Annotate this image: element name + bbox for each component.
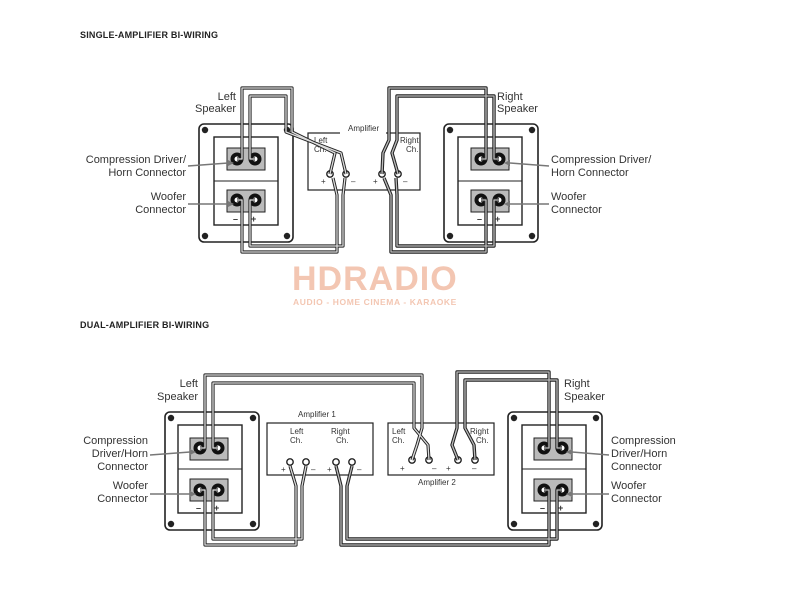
left-plus: + (251, 214, 256, 224)
amp-title: Amplifier (348, 124, 379, 133)
svg-text:Woofer: Woofer (551, 191, 587, 203)
svg-text:HDRADIO: HDRADIO (292, 260, 458, 298)
svg-text:Driver/Horn: Driver/Horn (611, 448, 667, 460)
svg-text:+: + (327, 465, 332, 474)
svg-text:Connector: Connector (551, 204, 602, 216)
single-left-cable (237, 86, 348, 254)
dual-right-speaker: – + (507, 411, 603, 531)
svg-text:Right: Right (400, 136, 419, 145)
svg-text:–: – (432, 464, 437, 473)
svg-text:–: – (403, 177, 408, 186)
svg-text:Ch.: Ch. (392, 436, 404, 445)
svg-text:Ch.: Ch. (336, 436, 348, 445)
svg-text:Connector: Connector (611, 461, 662, 473)
svg-text:–: – (311, 465, 316, 474)
svg-text:Compression: Compression (611, 435, 676, 447)
svg-text:–: – (351, 177, 356, 186)
dual-right-woofer-cable (334, 465, 562, 547)
svg-text:Left: Left (392, 427, 406, 436)
svg-text:–: – (357, 465, 362, 474)
svg-text:Compression Driver/: Compression Driver/ (551, 154, 652, 166)
svg-text:Left: Left (290, 427, 304, 436)
watermark-logo: HDRADIO AUDIO - HOME CINEMA - KARAOKE (292, 260, 458, 307)
single-left-speaker: – + (198, 123, 294, 243)
right-plus: + (495, 214, 500, 224)
svg-text:Horn Connector: Horn Connector (108, 167, 186, 179)
svg-text:Ch.: Ch. (476, 436, 488, 445)
svg-text:Connector: Connector (135, 204, 186, 216)
svg-text:Compression: Compression (83, 435, 148, 447)
dual-amp-title: DUAL-AMPLIFIER BI-WIRING (80, 320, 210, 330)
single-amplifier: Amplifier Left Ch. Right Ch. + – + – (307, 121, 421, 191)
svg-text:–: – (472, 464, 477, 473)
svg-text:Speaker: Speaker (564, 391, 605, 403)
svg-text:Speaker: Speaker (195, 103, 236, 115)
svg-text:Amplifier 2: Amplifier 2 (418, 478, 456, 487)
svg-text:Driver/Horn: Driver/Horn (92, 448, 148, 460)
svg-text:+: + (558, 503, 563, 513)
svg-text:Right: Right (497, 91, 523, 103)
amplifier-1: Amplifier 1 Left Ch. Right Ch. + – + – (266, 410, 374, 476)
svg-text:+: + (400, 464, 405, 473)
svg-text:Ch.: Ch. (290, 436, 302, 445)
svg-text:–: – (540, 503, 545, 513)
dual-right-horn-cable (450, 370, 562, 461)
svg-text:Right: Right (331, 427, 350, 436)
svg-text:Compression Driver/: Compression Driver/ (86, 154, 187, 166)
svg-text:Connector: Connector (97, 493, 148, 505)
svg-text:Woofer: Woofer (113, 480, 149, 492)
dual-left-woofer-cable (200, 465, 308, 547)
svg-text:Ch.: Ch. (314, 145, 326, 154)
svg-text:Speaker: Speaker (497, 103, 538, 115)
right-minus: – (477, 214, 482, 224)
svg-text:AUDIO - HOME CINEMA - KARAOKE: AUDIO - HOME CINEMA - KARAOKE (293, 297, 457, 307)
svg-text:Woofer: Woofer (151, 191, 187, 203)
svg-text:Amplifier 1: Amplifier 1 (298, 410, 336, 419)
svg-text:+: + (446, 464, 451, 473)
svg-text:Connector: Connector (611, 493, 662, 505)
svg-text:Speaker: Speaker (157, 391, 198, 403)
svg-text:+: + (281, 465, 286, 474)
svg-text:Left: Left (314, 136, 328, 145)
svg-text:–: – (196, 503, 201, 513)
left-minus: – (233, 214, 238, 224)
svg-text:Horn Connector: Horn Connector (551, 167, 629, 179)
svg-text:Right: Right (564, 378, 590, 390)
svg-text:+: + (373, 177, 378, 186)
svg-text:+: + (321, 177, 326, 186)
amplifier-2: Amplifier 2 Left Ch. Right Ch. + – + – (387, 422, 495, 487)
svg-text:Woofer: Woofer (611, 480, 647, 492)
svg-text:Left: Left (180, 378, 198, 390)
single-right-cable (380, 86, 499, 254)
single-labels: Left Speaker Right Speaker Compression D… (86, 91, 652, 216)
single-right-speaker: – + (443, 123, 539, 243)
svg-text:Left: Left (218, 91, 236, 103)
svg-text:+: + (214, 503, 219, 513)
svg-text:Right: Right (470, 427, 489, 436)
dual-left-horn-cable (200, 373, 431, 461)
dual-labels: Left Speaker Right Speaker Compression D… (83, 378, 676, 505)
svg-text:Ch.: Ch. (406, 145, 418, 154)
single-amp-title: SINGLE-AMPLIFIER BI-WIRING (80, 30, 219, 40)
svg-text:Connector: Connector (97, 461, 148, 473)
